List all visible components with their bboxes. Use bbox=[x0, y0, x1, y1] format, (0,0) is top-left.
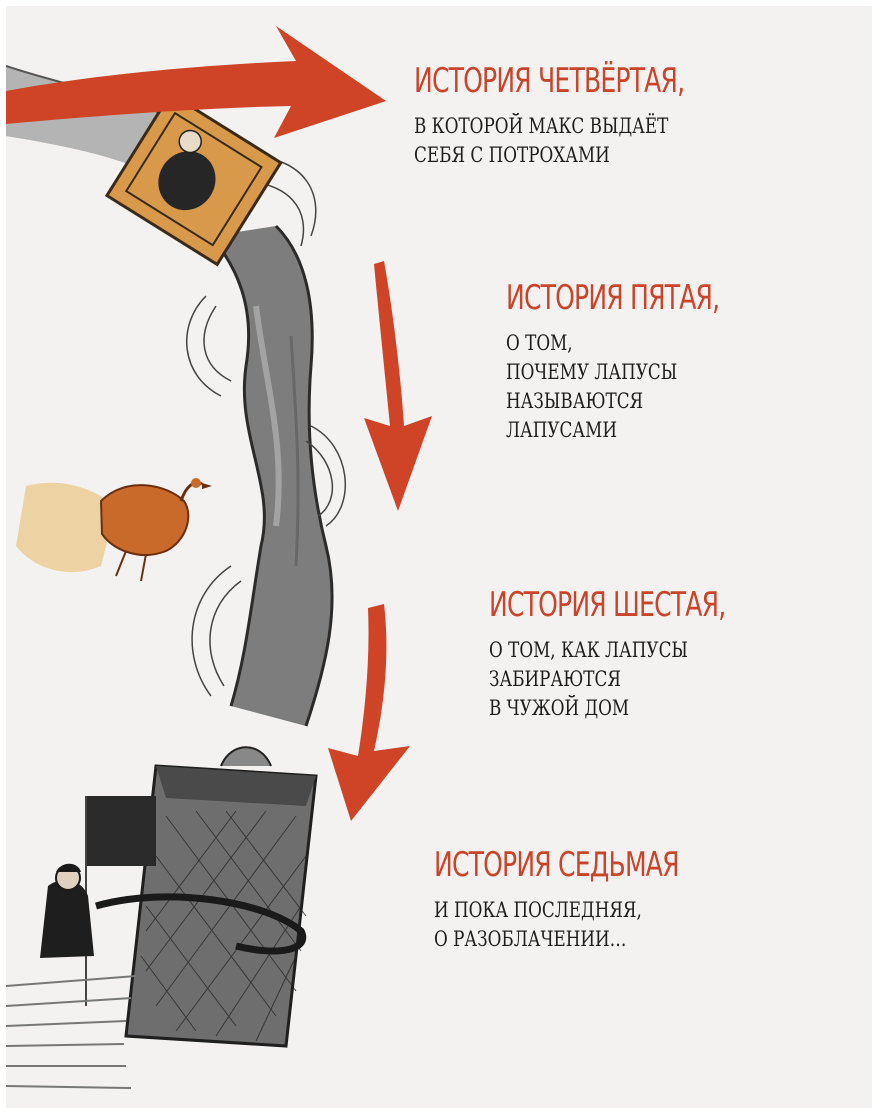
story-four-line-1: В КОТОРОЙ МАКС ВЫДАЁТ bbox=[414, 114, 669, 138]
story-five-title: ИСТОРИЯ ПЯТАЯ, bbox=[506, 278, 720, 318]
story-seven: ИСТОРИЯ СЕДЬМАЯ И ПОКА ПОСЛЕДНЯЯ, О РАЗО… bbox=[434, 848, 732, 954]
book-page: ИСТОРИЯ ЧЕТВЁРТАЯ, В КОТОРОЙ МАКС ВЫДАЁТ… bbox=[6, 6, 872, 1108]
arrow-down-2 bbox=[328, 604, 410, 821]
story-seven-line-1: И ПОКА ПОСЛЕДНЯЯ, bbox=[434, 898, 642, 922]
story-four-line-2: СЕБЯ С ПОТРОХАМИ bbox=[414, 143, 610, 167]
arrow-down-1 bbox=[364, 261, 432, 511]
story-six-line-1: О ТОМ, КАК ЛАПУСЫ bbox=[489, 638, 688, 662]
story-five-line-2: ПОЧЕМУ ЛАПУСЫ bbox=[506, 360, 678, 384]
story-five-line-1: О ТОМ, bbox=[506, 331, 573, 355]
story-four: ИСТОРИЯ ЧЕТВЁРТАЯ, В КОТОРОЙ МАКС ВЫДАЁТ… bbox=[414, 64, 744, 170]
elevator-cage bbox=[95, 746, 318, 1048]
story-seven-title: ИСТОРИЯ СЕДЬМАЯ bbox=[434, 845, 680, 885]
doorway bbox=[86, 796, 156, 866]
man-figure bbox=[40, 863, 94, 958]
arrow-right bbox=[6, 26, 386, 138]
stairs bbox=[6, 975, 137, 1089]
story-five-line-4: ЛАПУСАМИ bbox=[506, 418, 617, 442]
story-four-title: ИСТОРИЯ ЧЕТВЁРТАЯ, bbox=[414, 61, 685, 101]
story-six-line-2: ЗАБИРАЮТСЯ bbox=[489, 667, 621, 691]
story-six-line-3: В ЧУЖОЙ ДОМ bbox=[489, 696, 630, 720]
staircase-illustration bbox=[6, 26, 432, 1089]
framed-portrait bbox=[104, 91, 283, 267]
tower-body bbox=[211, 226, 333, 726]
story-seven-line-2: О РАЗОБЛАЧЕНИИ… bbox=[434, 927, 627, 951]
spiral-railings bbox=[185, 155, 347, 697]
story-six: ИСТОРИЯ ШЕСТАЯ, О ТОМ, КАК ЛАПУСЫ ЗАБИРА… bbox=[489, 588, 777, 723]
story-five-line-3: НАЗЫВАЮТСЯ bbox=[506, 389, 644, 413]
story-five: ИСТОРИЯ ПЯТАЯ, О ТОМ, ПОЧЕМУ ЛАПУСЫ НАЗЫ… bbox=[506, 281, 766, 445]
bird-drawing bbox=[16, 478, 212, 582]
story-six-title: ИСТОРИЯ ШЕСТАЯ, bbox=[489, 585, 726, 625]
